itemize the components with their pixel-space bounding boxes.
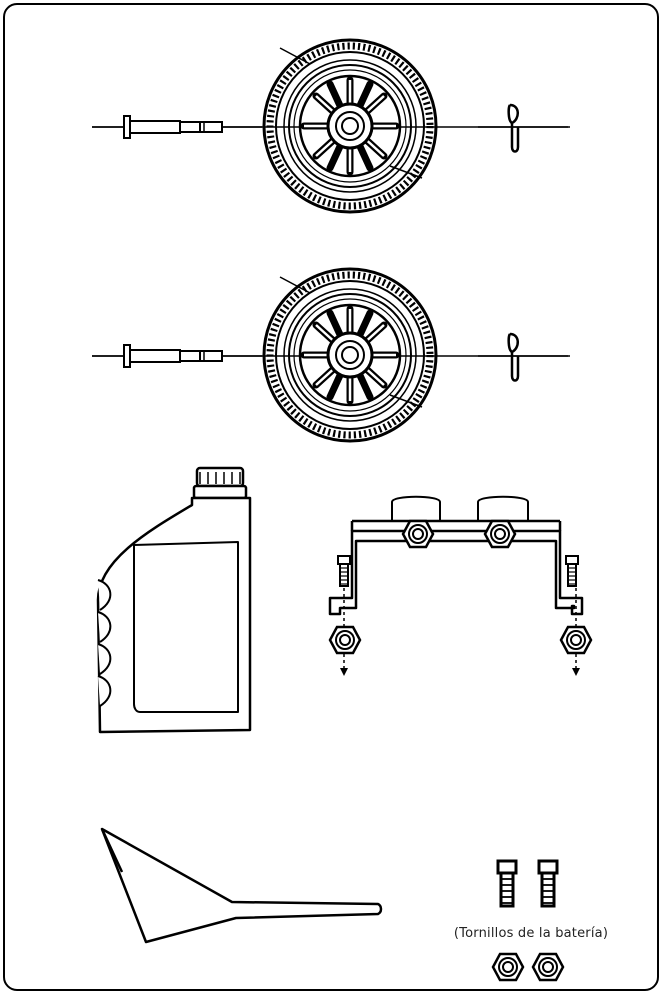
oil-bottle-icon [96,466,252,734]
wheel-assembly-2 [91,269,570,441]
hitch-pin-clip-icon [476,332,570,382]
diagram-frame [3,3,659,991]
hitch-pin-clip-icon [476,103,570,153]
funnel-icon [100,827,383,944]
wheel-assembly-1 [91,40,570,212]
battery-bolts-icon [496,859,559,908]
battery-nuts-icon [491,952,565,982]
battery-bracket-icon [328,495,593,676]
wheel-icon [264,269,436,441]
axle-pin-icon [91,344,263,368]
battery-bolts-caption: (Tornillos de la batería) [453,926,609,941]
wheel-icon [264,40,436,212]
axle-pin-icon [91,115,263,139]
